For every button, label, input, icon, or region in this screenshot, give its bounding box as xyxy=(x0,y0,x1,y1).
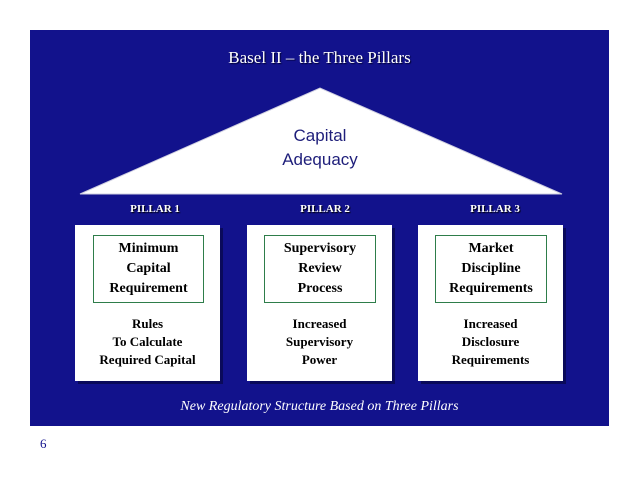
pillar-3-heading: Market Discipline Requirements xyxy=(435,235,547,303)
page-number: 6 xyxy=(40,436,47,451)
pillar-3: Market Discipline Requirements Increased… xyxy=(418,225,563,381)
pillar-1-label: PILLAR 1 xyxy=(130,203,180,215)
pillar-2-label: PILLAR 2 xyxy=(300,203,350,215)
slide-caption: New Regulatory Structure Based on Three … xyxy=(180,399,459,414)
pillar-2-heading: Supervisory Review Process xyxy=(264,235,376,303)
pillar-1: Minimum Capital Requirement Rules To Cal… xyxy=(75,225,220,381)
pillar-3-body: Increased Disclosure Requirements xyxy=(451,316,530,367)
pillar-2: Supervisory Review Process Increased Sup… xyxy=(247,225,392,381)
pillar-1-heading: Minimum Capital Requirement xyxy=(93,235,204,303)
pillar-1-body: Rules To Calculate Required Capital xyxy=(99,316,196,367)
pillar-3-label: PILLAR 3 xyxy=(470,203,520,215)
roof-label-capital-adequacy: Capital Adequacy xyxy=(282,126,358,169)
slide-title: Basel II – the Three Pillars xyxy=(228,48,411,67)
pillar-2-body: Increased Supervisory Power xyxy=(285,316,354,367)
